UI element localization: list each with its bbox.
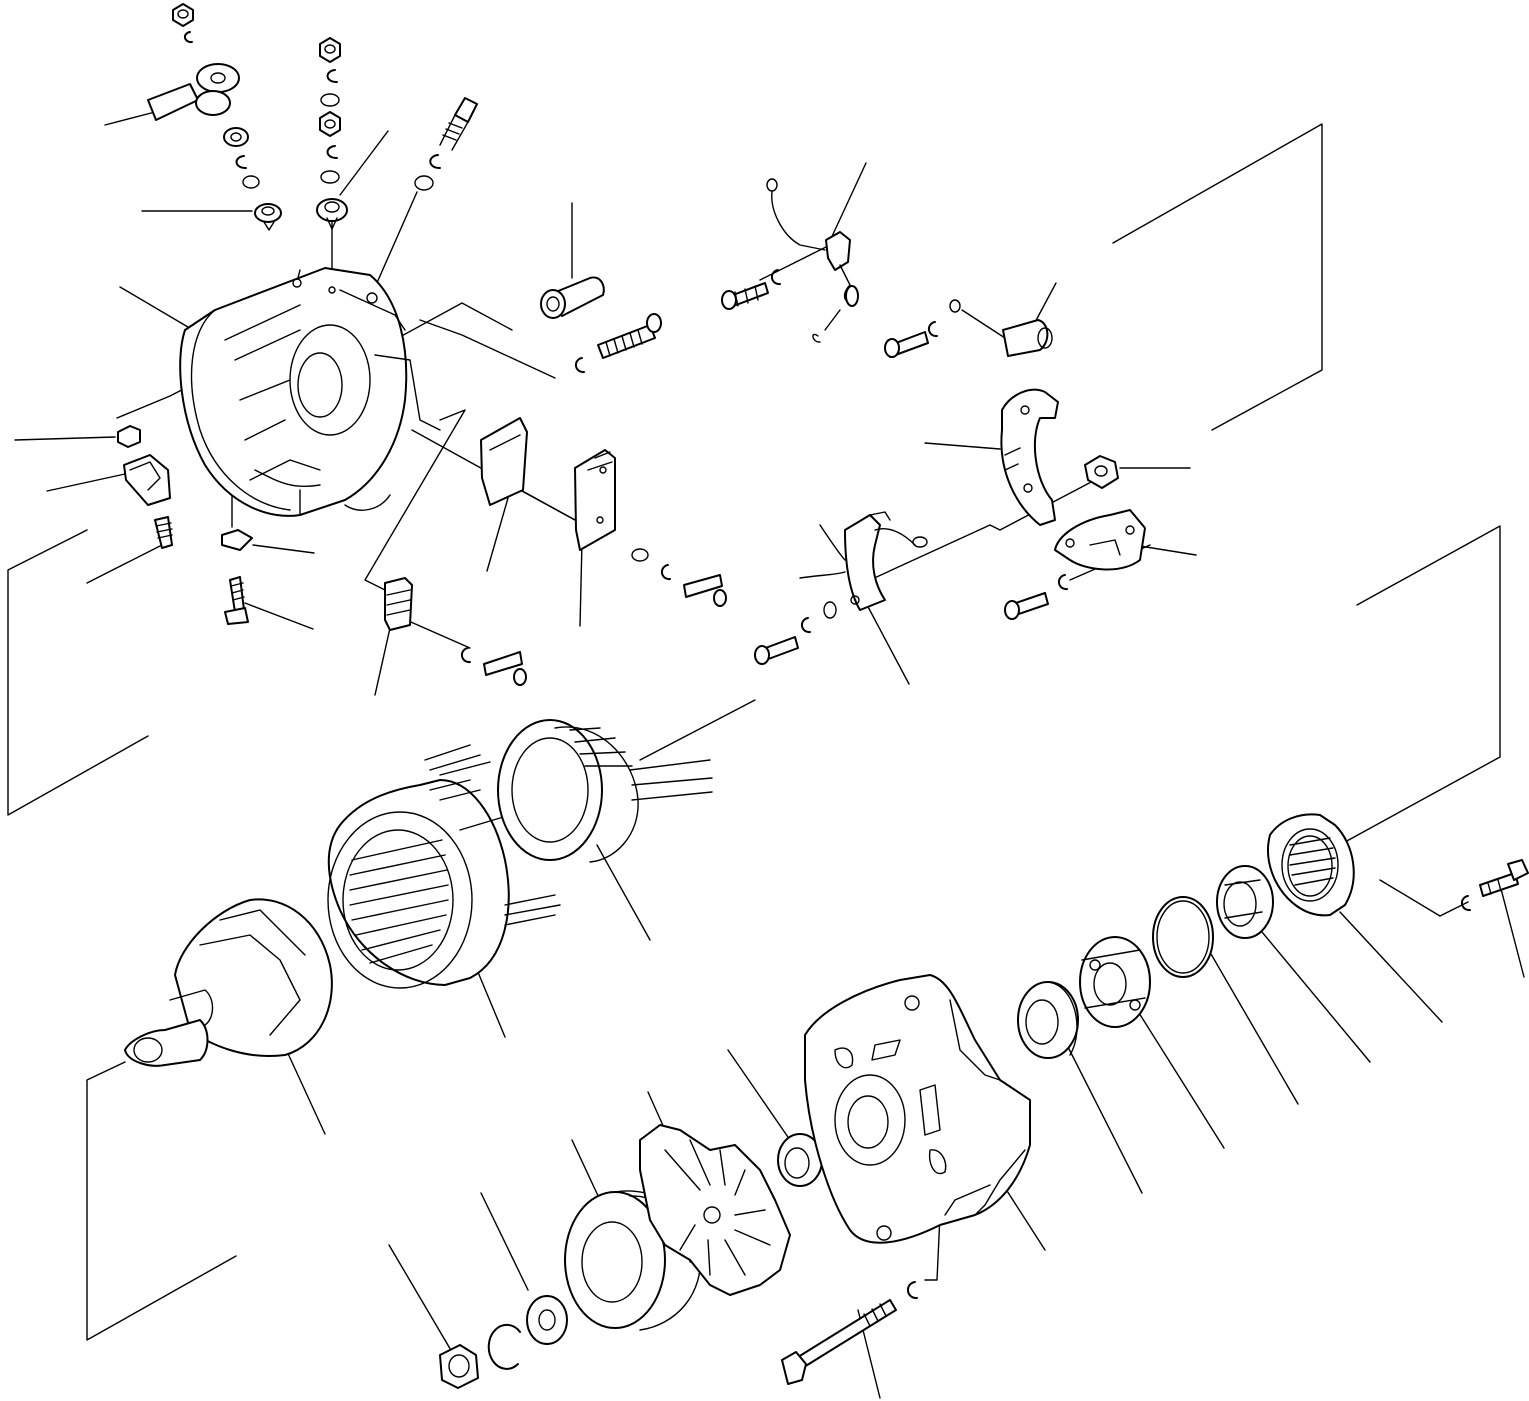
front-housing	[804, 974, 1031, 1244]
cooling-fan	[639, 1124, 791, 1296]
terminal-stack	[147, 3, 260, 189]
lower-washers	[439, 1295, 568, 1389]
diode-plate	[754, 511, 1068, 665]
through-bolt	[781, 1281, 918, 1385]
bearing-3	[1216, 865, 1274, 939]
rotor-coil	[497, 719, 713, 863]
brackets-plates	[384, 417, 727, 686]
stator	[327, 744, 561, 989]
brush-holder-upper	[1000, 388, 1059, 526]
wire-harness	[721, 178, 1053, 358]
brush-holder-lower	[1054, 509, 1146, 571]
clip-parts	[117, 425, 253, 625]
terminal-nut	[1084, 455, 1119, 489]
retainer-screw	[1460, 859, 1529, 912]
spacer-collar	[777, 1133, 823, 1187]
rotor-shaft	[124, 898, 333, 1067]
nut-washer-stack	[254, 37, 348, 231]
bearing-retainer	[1266, 813, 1355, 917]
top-bolt-stack	[414, 97, 478, 191]
bearing-2	[1079, 936, 1151, 1028]
bearing-1	[1017, 981, 1079, 1059]
o-ring	[1152, 896, 1214, 978]
rear-housing	[179, 267, 441, 517]
sleeve-and-bolt	[540, 276, 662, 374]
